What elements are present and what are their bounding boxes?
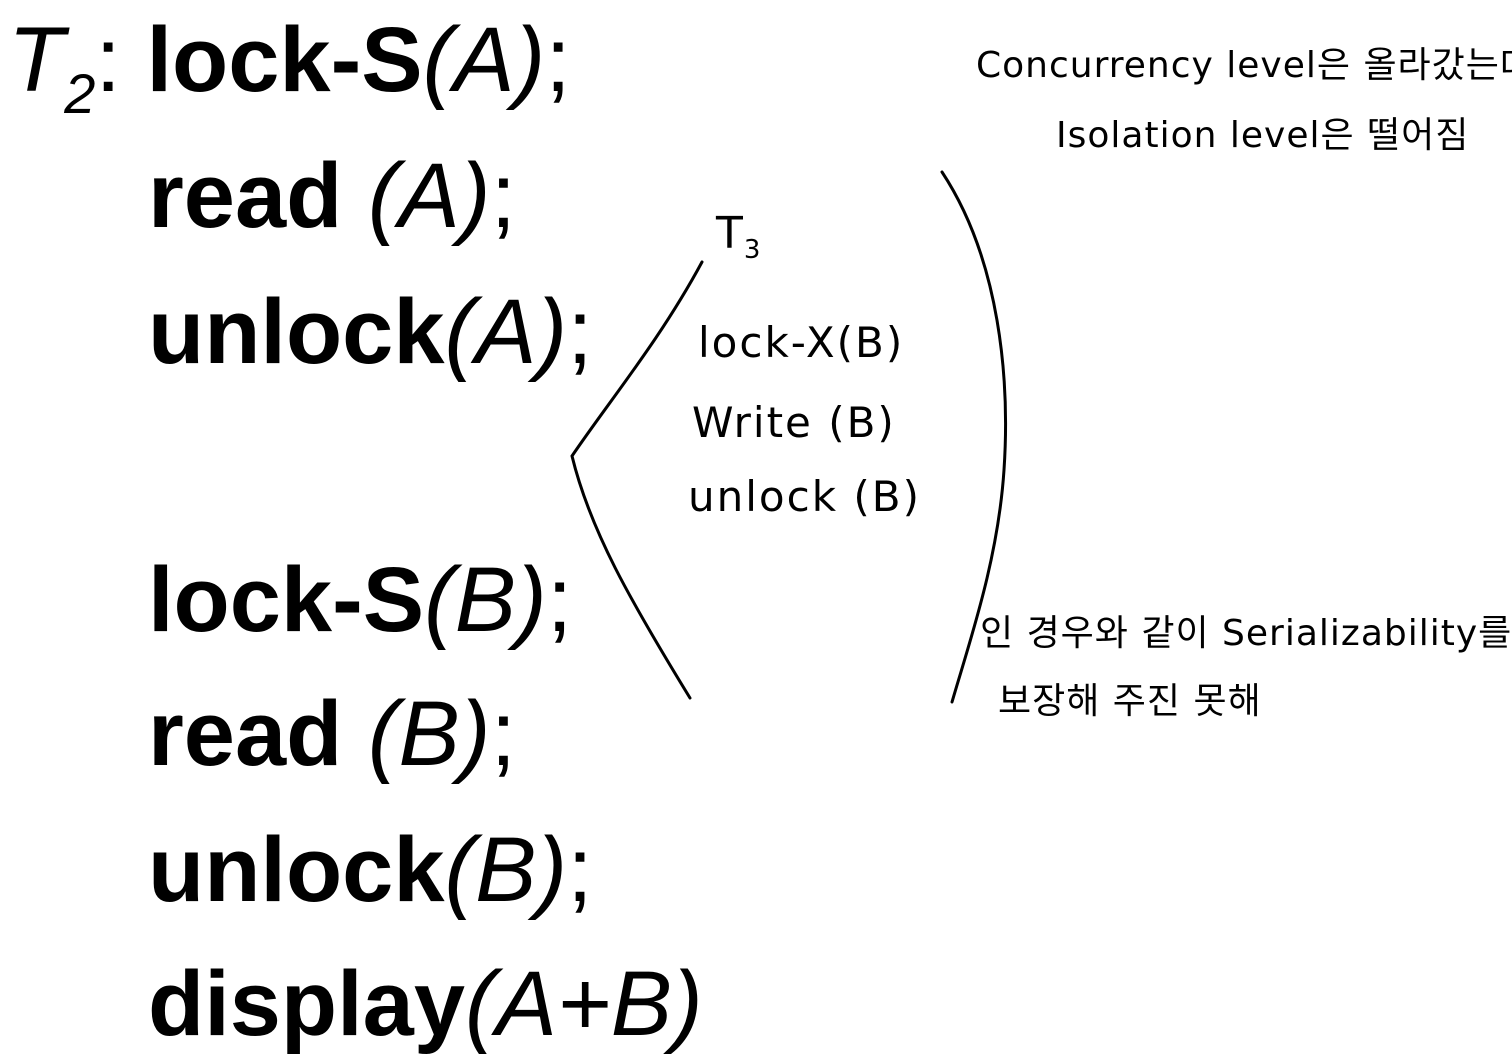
t2-line-2: read (A);	[148, 150, 516, 242]
t2-line-4: lock-S(B);	[148, 554, 572, 646]
left-bracket	[570, 260, 704, 700]
t2-op-end: ;	[490, 683, 517, 785]
t2-op-arg: (A)	[367, 145, 491, 247]
t2-op-arg: (B)	[444, 819, 568, 921]
t2-op-keyword: display	[148, 953, 466, 1055]
right-bracket	[940, 170, 1008, 704]
t2-op-keyword: lock-S	[148, 549, 425, 651]
t2-line-6: unlock(B);	[148, 824, 593, 916]
t2-colon: :	[95, 9, 121, 111]
t2-op-keyword: lock-S	[146, 9, 423, 111]
t2-op-end: ;	[567, 281, 593, 383]
t2-op-end: ;	[567, 819, 593, 921]
t3-name: T	[716, 208, 744, 259]
t3-label: T3	[716, 208, 761, 265]
t2-op-arg: (B)	[424, 549, 547, 651]
t2-op-end: ;	[545, 9, 571, 111]
t2-line-7: display(A+B)	[148, 958, 703, 1050]
t2-op-end: ;	[546, 549, 573, 651]
t2-op-keyword: read	[148, 683, 368, 785]
t3-op-unlock: unlock (B)	[688, 472, 921, 521]
t3-op-write: Write (B)	[692, 398, 896, 447]
t2-op-keyword: read	[148, 145, 368, 247]
t2-op-end: ;	[490, 145, 517, 247]
t2-line-1: T2: lock-S(A);	[8, 14, 571, 125]
t2-op-keyword: unlock	[148, 281, 445, 383]
t3-op-lock-x: lock-X(B)	[698, 318, 905, 367]
t2-op-arg: (A+B)	[465, 953, 703, 1055]
t2-label: T2	[8, 9, 95, 125]
t2-op-arg: (A)	[444, 281, 568, 383]
t3-subscript: 3	[743, 234, 762, 265]
t2-name: T	[8, 9, 65, 111]
note-concurrency: Concurrency level은 올라갔는데	[976, 45, 1512, 86]
t2-op-arg: (B)	[367, 683, 491, 785]
t2-line-5: read (B);	[148, 688, 516, 780]
t2-op-arg: (A)	[422, 9, 546, 111]
t2-op-keyword: unlock	[148, 819, 445, 921]
note-isolation: Isolation level은 떨어짐	[1056, 115, 1470, 156]
t2-line-3: unlock(A);	[148, 286, 593, 378]
note-serializability: 인 경우와 같이 Serializability를	[980, 613, 1512, 654]
note-not-guaranteed: 보장해 주진 못해	[998, 681, 1262, 722]
t2-subscript: 2	[64, 62, 96, 125]
